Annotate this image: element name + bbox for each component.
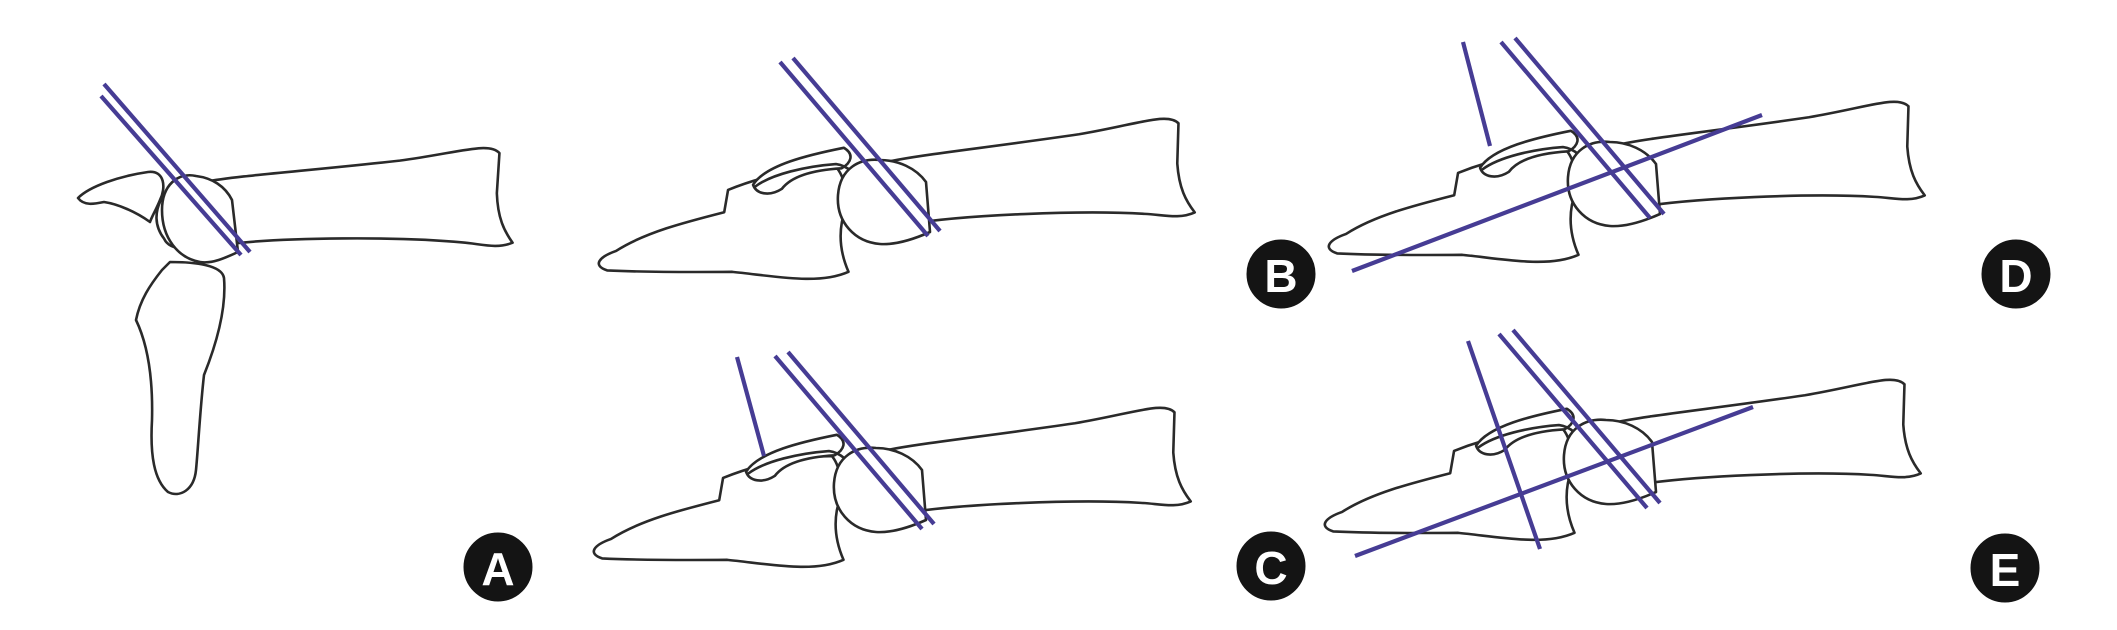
- k-wire-fragment: [734, 356, 767, 457]
- k-wire-pair: [1499, 36, 1666, 220]
- lower-bone: [134, 260, 226, 496]
- panel-label-a: A: [460, 529, 536, 605]
- panel-label-e: E: [1967, 530, 2043, 606]
- panel-b: B: [593, 56, 1319, 312]
- k-wire-longitudinal: [1351, 113, 1763, 273]
- panel-a: A: [76, 82, 536, 605]
- panel-b-label-text: B: [1264, 250, 1297, 302]
- k-wire-pair: [773, 350, 936, 531]
- middle-phalanx: [593, 166, 852, 292]
- k-wire-pair: [778, 56, 942, 238]
- panel-label-d: D: [1978, 236, 2054, 312]
- joint-head: [836, 158, 932, 246]
- distal-fragment: [76, 170, 165, 224]
- k-wire-transverse: [1466, 340, 1542, 550]
- panel-d-label-text: D: [1999, 250, 2032, 302]
- metacarpal-head: [160, 173, 240, 264]
- panel-d: D: [1323, 36, 2054, 312]
- panel-a-label-text: A: [481, 543, 514, 595]
- joint-head: [832, 446, 928, 534]
- middle-phalanx: [588, 454, 847, 580]
- panel-c-label-text: C: [1254, 542, 1287, 594]
- panel-e: E: [1319, 328, 2043, 606]
- k-wire-pair: [99, 82, 252, 257]
- panel-e-label-text: E: [1990, 544, 2021, 596]
- k-wire-longitudinal: [1354, 405, 1754, 558]
- panel-label-b: B: [1243, 236, 1319, 312]
- k-wire-pair: [1497, 328, 1662, 510]
- panel-label-c: C: [1233, 528, 1309, 604]
- panel-c: C: [588, 350, 1309, 604]
- k-wire-fragment: [1460, 41, 1493, 147]
- middle-phalanx: [1323, 149, 1582, 275]
